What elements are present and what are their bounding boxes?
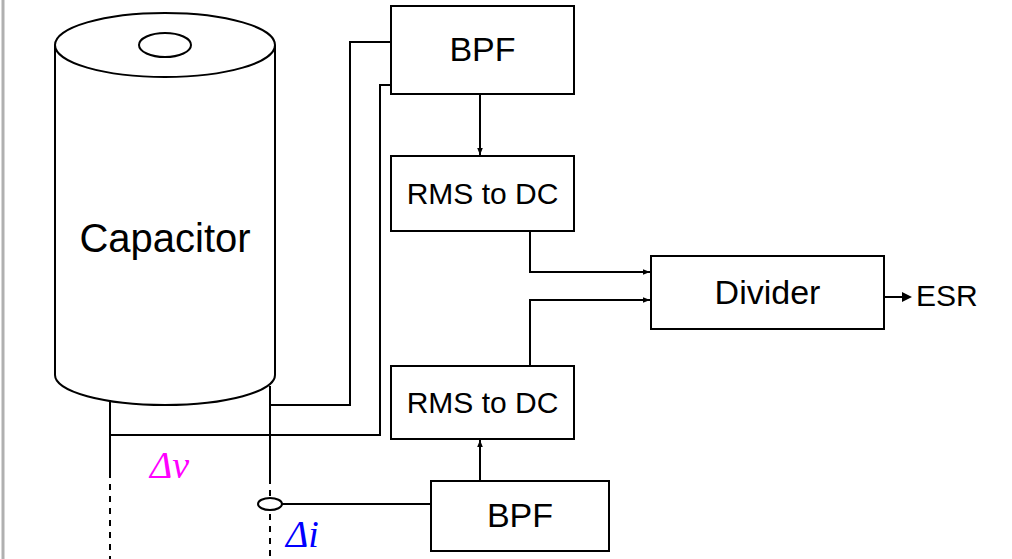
capacitor-leads (110, 386, 270, 559)
rms-converter-box: RMS to DC (390, 155, 575, 232)
capacitor-cylinder (55, 13, 275, 405)
divider-box: Divider (650, 255, 885, 330)
signal-name: Δi (286, 515, 319, 553)
node-text: Divider (715, 274, 821, 311)
page-margin-rule (2, 0, 5, 559)
node-text: RMS to DC (407, 386, 559, 419)
node-text: BPF (487, 497, 553, 534)
signal-arrow (479, 440, 481, 480)
filter-box: BPF (430, 480, 610, 552)
rms-converter-box: RMS to DC (390, 365, 575, 440)
node-text: RMS to DC (407, 177, 559, 210)
capacitor-body: Capacitor (55, 10, 275, 405)
output-arrow (885, 292, 912, 302)
filter-box: BPF (390, 5, 575, 95)
signal-arrow (530, 300, 650, 365)
output-label: ESR (916, 281, 978, 311)
current-probe (258, 498, 430, 510)
signal-name: Δv (150, 446, 189, 484)
signal-arrow (479, 95, 481, 155)
node-text: BPF (449, 31, 515, 68)
signal-arrow (530, 232, 650, 272)
signal-wire (110, 85, 390, 435)
signal-wire (270, 42, 390, 405)
node-text: Capacitor (79, 216, 250, 260)
